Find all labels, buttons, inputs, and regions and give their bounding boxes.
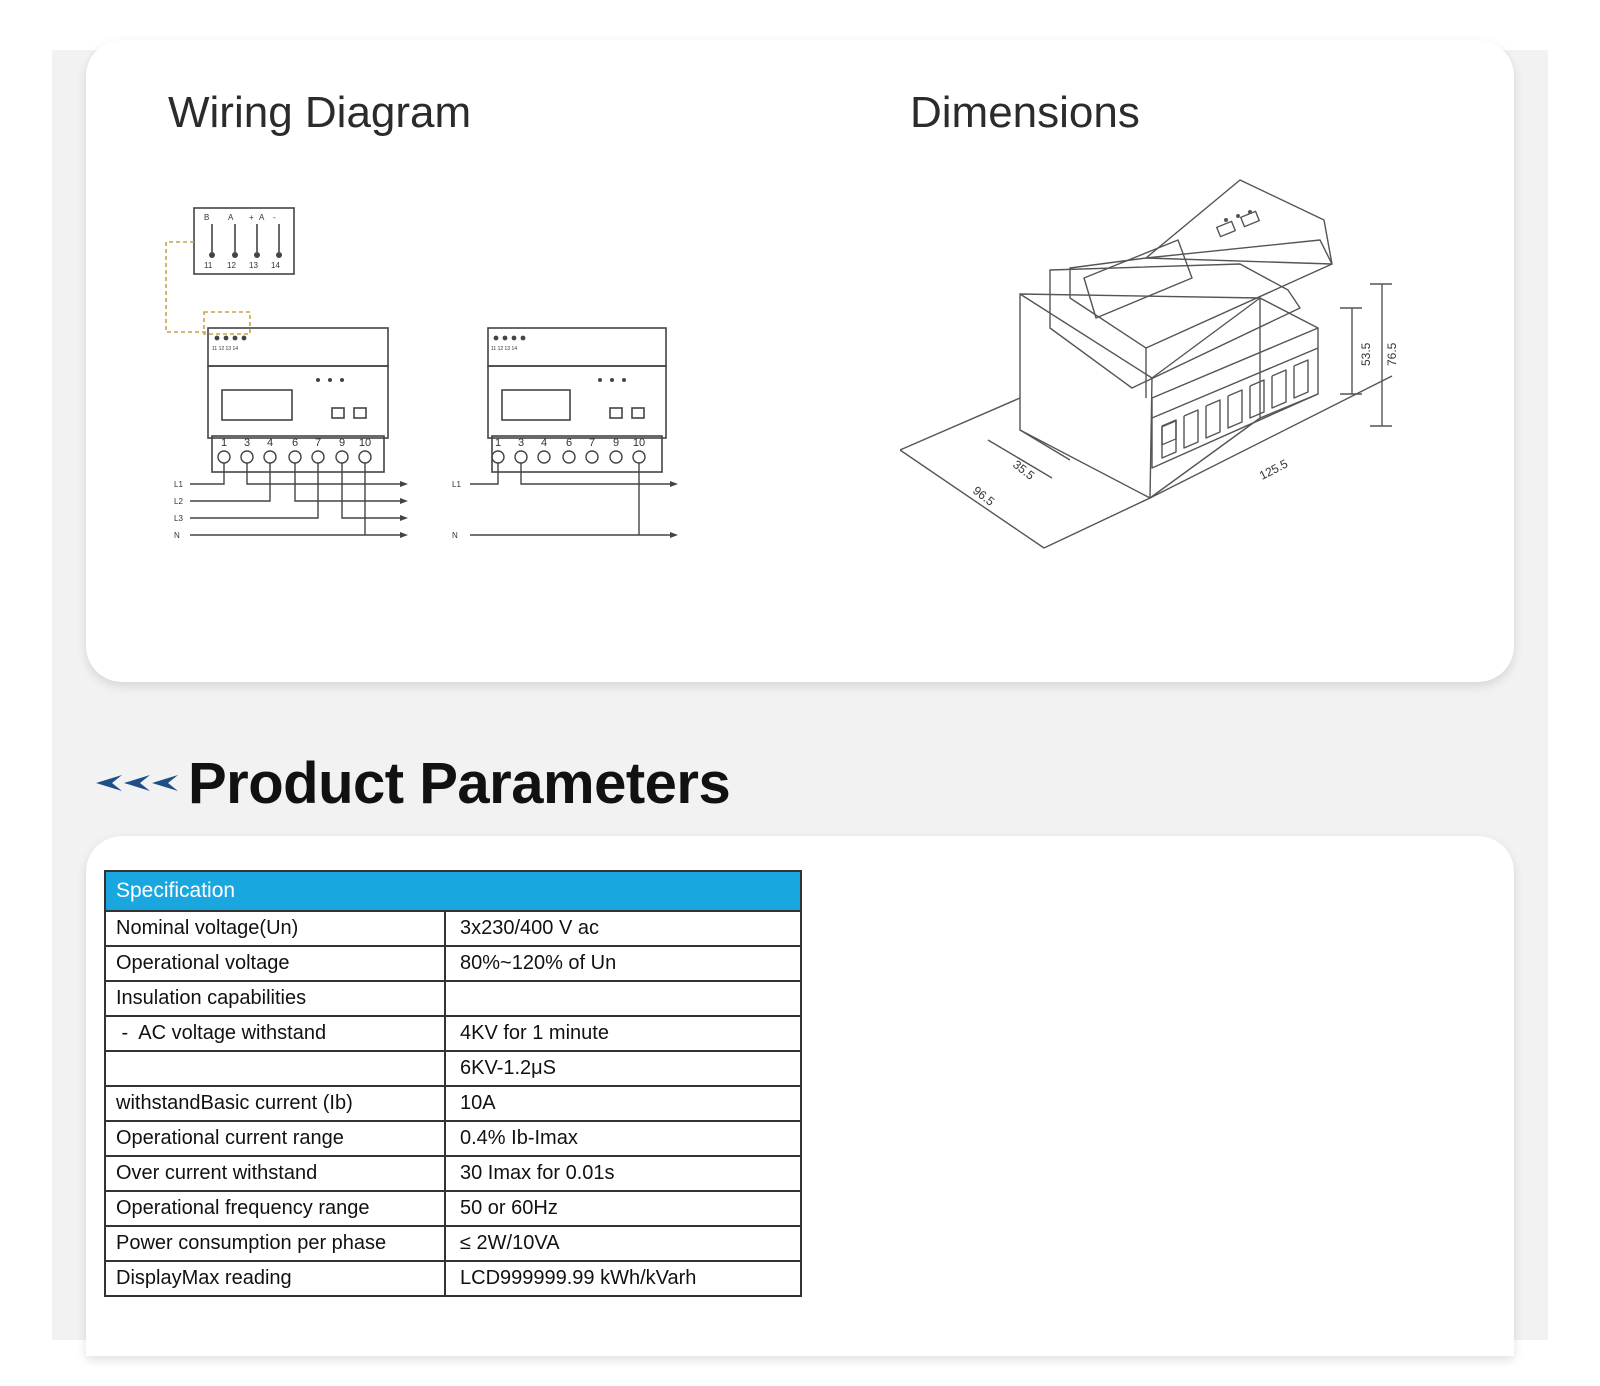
module-label-b: B <box>204 213 209 222</box>
m2-terminal-7: 7 <box>589 437 595 449</box>
spec-label: Insulation capabilities <box>104 980 446 1017</box>
triple-chevron-left-icon <box>96 775 178 791</box>
dimensions-drawing: 53.5 76.5 35.5 96.5 125.5 <box>900 179 1399 549</box>
m1-terminal-4: 4 <box>267 437 273 449</box>
m1-terminal-1: 1 <box>221 437 227 449</box>
spec-label: DisplayMax reading <box>104 1260 446 1297</box>
m2-terminal-4: 4 <box>541 437 547 449</box>
m1-terminal-7: 7 <box>315 437 321 449</box>
spec-label <box>104 1050 446 1087</box>
table-header-row: Specification <box>104 870 802 912</box>
spec-value: 80%~120% of Un <box>444 945 802 982</box>
table-row: Power consumption per phase≤ 2W/10VA <box>104 1225 802 1262</box>
table-row: withstandBasic current (Ib)10A <box>104 1085 802 1122</box>
m1-terminal-10: 10 <box>359 437 371 449</box>
spec-value: 0.4% Ib-Imax <box>444 1120 802 1157</box>
specification-table: Specification Nominal voltage(Un)3x230/4… <box>104 870 802 1297</box>
wiring-diagram-title: Wiring Diagram <box>168 88 472 137</box>
dim-height-outer: 76.5 <box>1385 342 1399 366</box>
module-label-minus: - <box>273 213 276 222</box>
spec-label: Over current withstand <box>104 1155 446 1192</box>
spec-value: LCD999999.99 kWh/kVarh <box>444 1260 802 1297</box>
m1-terminal-9: 9 <box>339 437 345 449</box>
line-n: N <box>174 531 180 540</box>
module-label-a2: A <box>259 213 265 222</box>
m2-terminal-10: 10 <box>633 437 645 449</box>
module-terminal-14: 14 <box>271 261 280 270</box>
module-terminal-13: 13 <box>249 261 258 270</box>
m2-terminal-9: 9 <box>613 437 619 449</box>
spec-value <box>444 980 802 1017</box>
meter2-top-terminals: 11 12 13 14 <box>491 346 517 352</box>
wiring-diagram: B A + A - 11 12 13 14 11 12 13 14 11 12 … <box>165 207 678 540</box>
spec-label: Operational current range <box>104 1120 446 1157</box>
table-row: 6KV-1.2μS <box>104 1050 802 1087</box>
module-label-plus: + <box>249 213 254 222</box>
line-l2: L2 <box>174 497 183 506</box>
dim-depth-short: 35.5 <box>1010 457 1037 483</box>
module-terminal-12: 12 <box>227 261 236 270</box>
m2-terminal-3: 3 <box>518 437 524 449</box>
dim-height-inner: 53.5 <box>1359 342 1373 366</box>
dim-width: 125.5 <box>1257 456 1290 482</box>
module-terminal-11: 11 <box>204 261 213 270</box>
product-parameters-heading: Product Parameters <box>96 748 731 818</box>
spec-value: 10A <box>444 1085 802 1122</box>
spec-label: Nominal voltage(Un) <box>104 910 446 947</box>
m2-terminal-6: 6 <box>566 437 572 449</box>
dim-depth-long: 96.5 <box>970 483 997 509</box>
table-row: Insulation capabilities <box>104 980 802 1017</box>
spec-value: ≤ 2W/10VA <box>444 1225 802 1262</box>
dimensions-title: Dimensions <box>910 88 1140 137</box>
spec-value: 30 Imax for 0.01s <box>444 1155 802 1192</box>
table-row: Nominal voltage(Un)3x230/400 V ac <box>104 910 802 947</box>
spec-label: - AC voltage withstand <box>104 1015 446 1052</box>
specification-header: Specification <box>104 870 802 912</box>
meter1-top-terminals: 11 12 13 14 <box>212 346 238 352</box>
line-l1: L1 <box>174 480 183 489</box>
spec-value: 4KV for 1 minute <box>444 1015 802 1052</box>
m2-terminal-1: 1 <box>495 437 501 449</box>
m1-terminal-6: 6 <box>292 437 298 449</box>
product-parameters-title: Product Parameters <box>188 750 731 816</box>
spec-value: 50 or 60Hz <box>444 1190 802 1227</box>
spec-value: 3x230/400 V ac <box>444 910 802 947</box>
m1-terminal-3: 3 <box>244 437 250 449</box>
spec-value: 6KV-1.2μS <box>444 1050 802 1087</box>
module-label-a: A <box>228 213 234 222</box>
line-l3: L3 <box>174 514 183 523</box>
diagram-card <box>86 40 1514 682</box>
line-n-single: N <box>452 531 458 540</box>
spec-label: withstandBasic current (Ib) <box>104 1085 446 1122</box>
spec-label: Operational frequency range <box>104 1190 446 1227</box>
line-l1-single: L1 <box>452 480 461 489</box>
spec-label: Operational voltage <box>104 945 446 982</box>
spec-label: Power consumption per phase <box>104 1225 446 1262</box>
